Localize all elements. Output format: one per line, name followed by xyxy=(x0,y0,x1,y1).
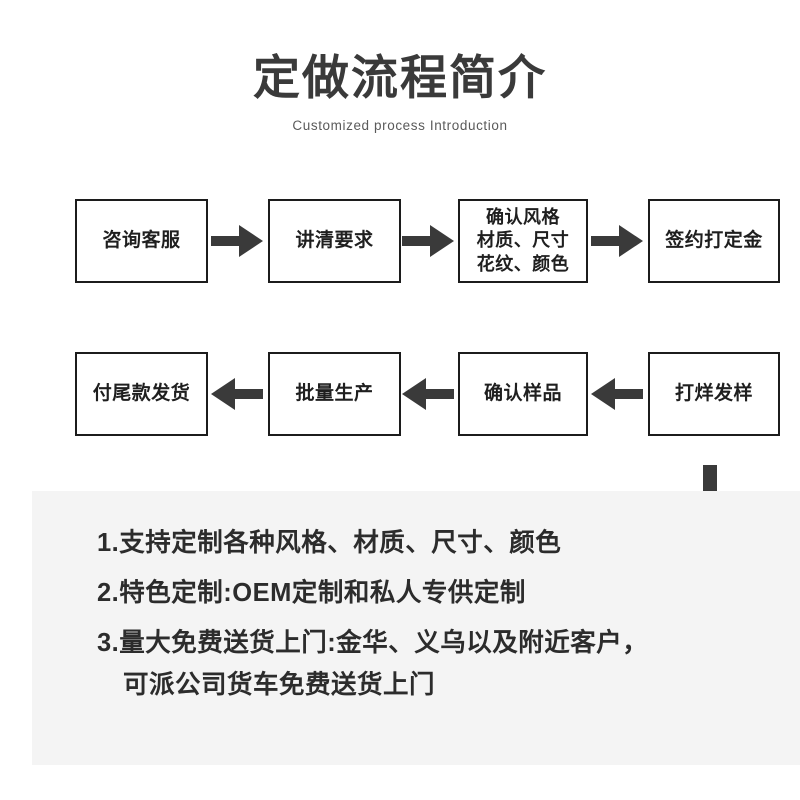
flow-node-mass-production: 批量生产 xyxy=(268,352,401,436)
flow-node-consult-service: 咨询客服 xyxy=(75,199,208,283)
flow-node-sign-deposit: 签约打定金 xyxy=(648,199,780,283)
process-flow-diagram: 咨询客服 讲清要求 确认风格 材质、尺寸 花纹、颜色 签约打定金 xyxy=(0,180,800,521)
flow-node-sample-making-delivery: 打烊发样 xyxy=(648,352,780,436)
arrow-right-icon xyxy=(591,221,643,261)
flow-node-label: 打烊发样 xyxy=(674,383,753,405)
flow-node-label: 确认风格 xyxy=(486,206,560,227)
flow-node-label: 签约打定金 xyxy=(665,230,763,252)
page-subtitle: Customized process Introduction xyxy=(292,117,508,133)
arrow-right-icon xyxy=(211,221,263,261)
note-item-continuation: 可派公司货车免费送货上门 xyxy=(123,671,436,700)
flow-node-label: 材质、尺寸 xyxy=(476,230,570,251)
page-header: 定做流程简介 Customized process Introduction xyxy=(0,52,800,133)
arrow-right-icon xyxy=(402,221,454,261)
flow-node-confirm-style: 确认风格 材质、尺寸 花纹、颜色 xyxy=(458,199,588,283)
note-item: 2.特色定制:OEM定制和私人专供定制 xyxy=(97,579,526,608)
note-item: 3.量大免费送货上门:金华、义乌以及附近客户， xyxy=(97,629,649,658)
flow-node-label: 咨询客服 xyxy=(102,230,181,252)
flow-node-state-requirements: 讲清要求 xyxy=(268,199,401,283)
flow-node-label: 付尾款发货 xyxy=(92,383,191,405)
flow-node-label: 确认样品 xyxy=(483,383,562,405)
flow-row-bottom: 付尾款发货 批量生产 确认样品 打烊发样 xyxy=(0,352,800,436)
arrow-left-icon xyxy=(211,374,263,414)
flow-node-label: 讲清要求 xyxy=(295,230,374,252)
note-item: 1.支持定制各种风格、材质、尺寸、颜色 xyxy=(97,529,562,557)
flow-row-top: 咨询客服 讲清要求 确认风格 材质、尺寸 花纹、颜色 签约打定金 xyxy=(0,199,800,283)
notes-list: 1.支持定制各种风格、材质、尺寸、颜色 2.特色定制:OEM定制和私人专供定制 … xyxy=(97,527,780,703)
flow-node-label: 批量生产 xyxy=(295,383,374,405)
page-title: 定做流程简介 xyxy=(253,51,547,104)
flow-node-confirm-sample: 确认样品 xyxy=(458,352,588,436)
arrow-left-icon xyxy=(591,374,643,414)
arrow-left-icon xyxy=(402,374,454,414)
notes-panel: 1.支持定制各种风格、材质、尺寸、颜色 2.特色定制:OEM定制和私人专供定制 … xyxy=(32,491,800,765)
flow-node-label: 花纹、颜色 xyxy=(476,253,570,274)
flow-node-final-payment-shipping: 付尾款发货 xyxy=(75,352,208,436)
